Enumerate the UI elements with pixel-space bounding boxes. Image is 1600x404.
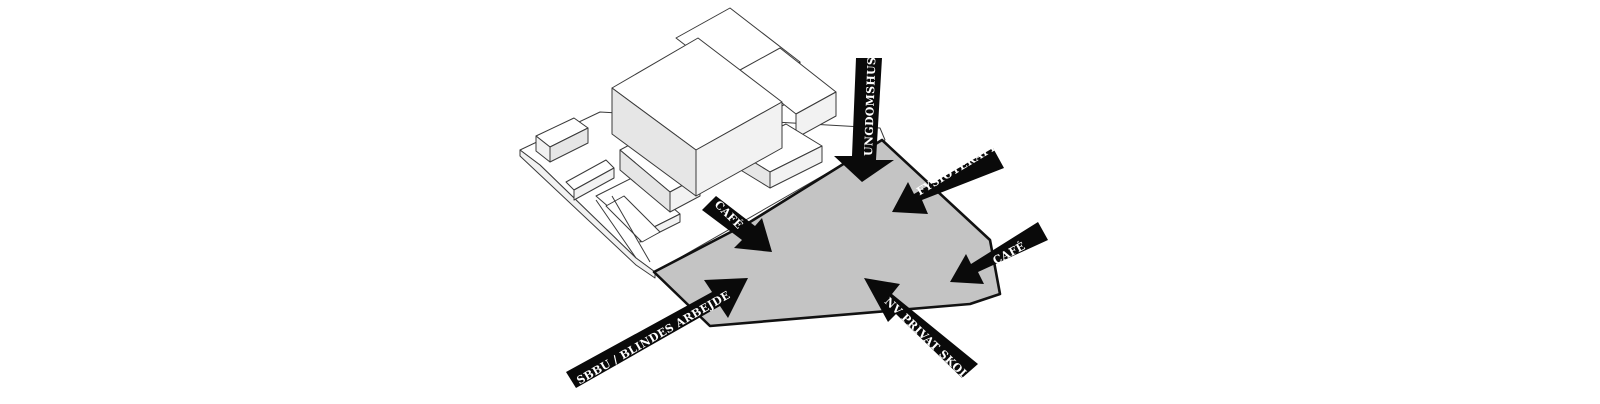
low-wing-front xyxy=(573,167,615,201)
arrow-cafe-right-shape xyxy=(950,222,1048,284)
arrow-sbbu-blindes-arbejde-shape xyxy=(566,278,748,388)
slab-seam-2 xyxy=(595,199,637,259)
mid-block-side xyxy=(619,149,671,213)
podium-b-top xyxy=(605,195,661,243)
arrow-fysioterapi-shape xyxy=(892,148,1004,214)
arrow-sbbu-blindes-arbejde-label: SBBU / BLINDES ARBEJDE xyxy=(575,289,733,388)
arrow-cafe-left-shape xyxy=(702,196,772,252)
arrow-nv-privat-skole-shape xyxy=(864,278,978,378)
building-massing xyxy=(519,7,886,279)
main-cube-right xyxy=(695,101,783,197)
arrow-nv-privat-skole-label: NV PRIVAT SKOLE xyxy=(882,295,977,388)
slab-seam xyxy=(611,195,651,263)
arrow-ungdomshuset: UNGDOMSHUSET xyxy=(834,39,894,182)
ground-slab-edge xyxy=(519,149,656,279)
small-block-front xyxy=(549,127,589,163)
arrow-sbbu-blindes-arbejde: SBBU / BLINDES ARBEJDE xyxy=(566,278,748,388)
arrow-ungdomshuset-label: UNGDOMSHUSET xyxy=(862,39,879,156)
arrow-ungdomshuset-shape xyxy=(834,58,894,182)
